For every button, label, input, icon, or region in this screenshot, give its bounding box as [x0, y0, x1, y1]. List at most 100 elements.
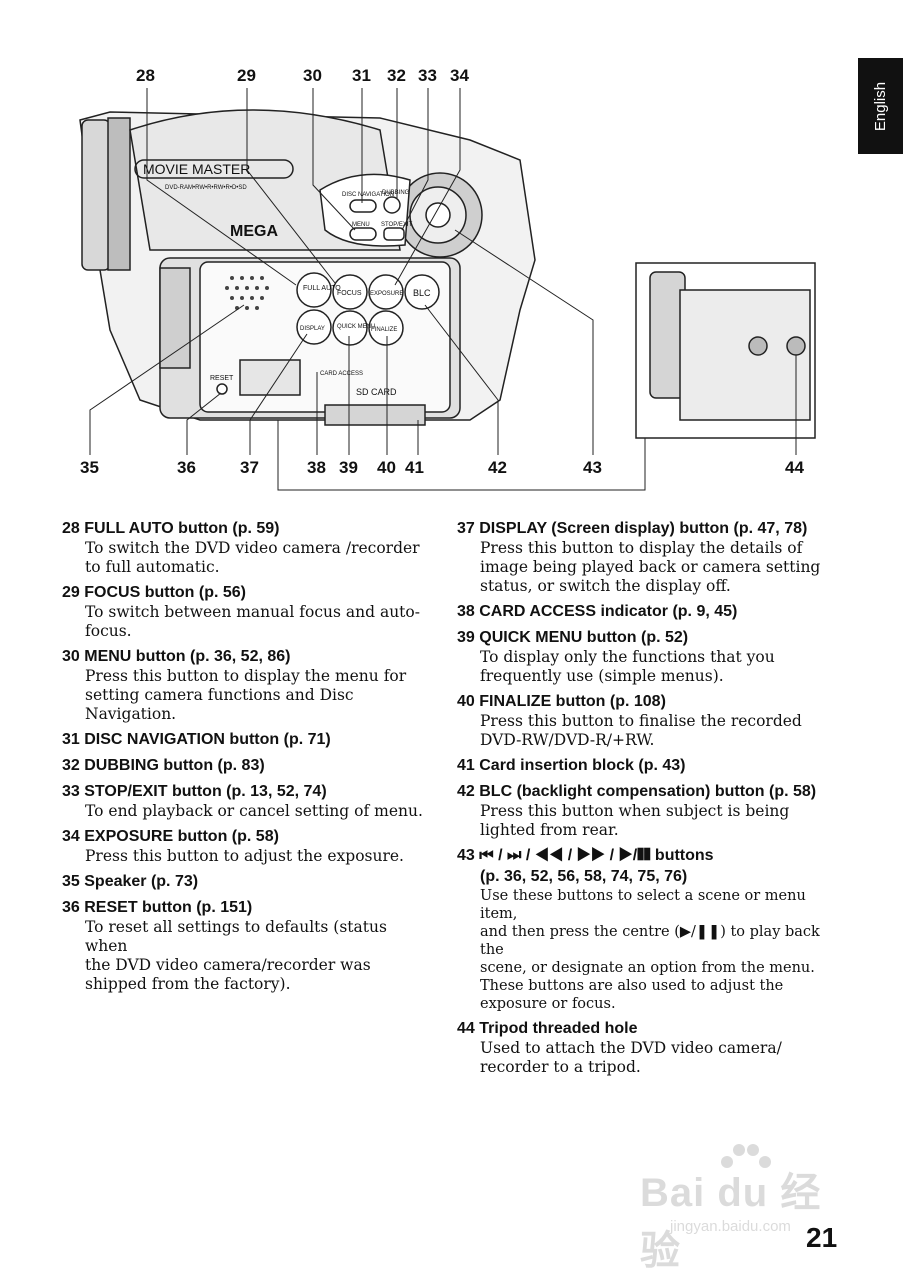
- entry-title: 44 Tripod threaded hole: [457, 1020, 638, 1037]
- reset-button-shape: [216, 383, 228, 395]
- desc-line: and then press the centre (▶/❚❚) to play…: [480, 924, 820, 958]
- callout-37: 37: [240, 458, 259, 477]
- callout-41: 41: [405, 458, 424, 477]
- entry-title: 42 BLC (backlight compensation) button (…: [457, 783, 817, 800]
- entry-title: 30 MENU button (p. 36, 52, 86): [62, 648, 291, 665]
- entry-title: 33 STOP/EXIT button (p. 13, 52, 74): [62, 783, 327, 800]
- desc-line: setting camera functions and Disc: [85, 686, 354, 704]
- desc-line: recorder to a tripod.: [480, 1058, 641, 1076]
- desc-line: To end playback or cancel setting of men…: [85, 802, 423, 820]
- full-auto-button-shape: [296, 272, 332, 308]
- entry-39: 39 QUICK MENU button (p. 52) To display …: [457, 627, 842, 686]
- entry-title: 40 FINALIZE button (p. 108): [457, 693, 666, 710]
- stop-exit-button-shape: [383, 227, 405, 241]
- desc-line: These buttons are also used to adjust th…: [480, 978, 784, 994]
- entry-36: 36 RESET button (p. 151) To reset all se…: [62, 897, 432, 994]
- blc-label: BLC: [413, 288, 431, 298]
- tripod-hole-shape: [786, 336, 806, 356]
- watermark-url: jingyan.baidu.com: [670, 1218, 791, 1235]
- dubbing-label: DUBBING: [382, 190, 410, 196]
- entry-desc: Press this button to finalise the record…: [480, 712, 842, 750]
- callout-39: 39: [339, 458, 358, 477]
- stop-exit-label: STOP/EXIT: [381, 222, 413, 228]
- entry-28: 28 FULL AUTO button (p. 59) To switch th…: [62, 518, 432, 577]
- entry-29: 29 FOCUS button (p. 56) To switch betwee…: [62, 582, 432, 641]
- finalize-button-shape: [368, 310, 404, 346]
- entry-title: 31 DISC NAVIGATION button (p. 71): [62, 731, 331, 748]
- entry-desc: To display only the functions that you f…: [480, 648, 842, 686]
- entry-desc: Use these buttons to select a scene or m…: [480, 887, 842, 1013]
- entry-31: 31 DISC NAVIGATION button (p. 71): [62, 729, 432, 750]
- display-label: DISPLAY: [300, 326, 325, 332]
- entry-title-pages: (p. 36, 52, 56, 58, 74, 75, 76): [480, 868, 688, 885]
- entry-30: 30 MENU button (p. 36, 52, 86) Press thi…: [62, 646, 432, 724]
- entry-desc: Press this button to adjust the exposure…: [85, 847, 432, 866]
- entry-desc: To end playback or cancel setting of men…: [85, 802, 432, 821]
- desc-line: To switch the DVD video camera /recorder: [85, 539, 420, 557]
- entry-title: 36 RESET button (p. 151): [62, 899, 253, 916]
- callout-28: 28: [136, 66, 155, 85]
- desc-line: Press this button to display the menu fo…: [85, 667, 407, 685]
- entry-43: 43 ⏮ / ⏭ / ◀◀ / ▶▶ / ▶/❚❚ buttons (p. 36…: [457, 845, 842, 1013]
- callout-31: 31: [352, 66, 371, 85]
- entry-40: 40 FINALIZE button (p. 108) Press this b…: [457, 691, 842, 750]
- entry-title: 41 Card insertion block (p. 43): [457, 757, 686, 774]
- desc-line: Used to attach the DVD video camera/: [480, 1039, 782, 1057]
- disc-nav-label: DISC NAVIGATION: [342, 192, 394, 198]
- focus-button-shape: [332, 274, 368, 310]
- entry-desc: To reset all settings to defaults (statu…: [85, 918, 432, 994]
- tripod-inset: [635, 262, 816, 439]
- reset-label: RESET: [210, 375, 234, 382]
- baidu-watermark: Bai du 经验 jingyan.baidu.com: [640, 1140, 850, 1273]
- desc-line: focus.: [85, 622, 132, 640]
- desc-line: to full automatic.: [85, 558, 220, 576]
- camera-diagram: MOVIE MASTER DVD-RAM•RW•R•RW•R•D•SD MEGA…: [0, 0, 903, 500]
- desc-line: exposure or focus.: [480, 996, 616, 1012]
- entry-title: 29 FOCUS button (p. 56): [62, 584, 246, 601]
- sd-card-label: SD CARD: [356, 387, 397, 397]
- desc-line: Use these buttons to select a scene or m…: [480, 888, 806, 922]
- desc-line: image being played back or camera settin…: [480, 558, 821, 576]
- entry-title: 38 CARD ACCESS indicator (p. 9, 45): [457, 603, 738, 620]
- menu-label: MENU: [352, 222, 370, 228]
- focus-label: FOCUS: [337, 290, 362, 297]
- disc-nav-button-shape: [349, 199, 377, 213]
- paw-icon: [721, 1144, 771, 1168]
- entry-42: 42 BLC (backlight compensation) button (…: [457, 781, 842, 840]
- menu-button-shape: [349, 227, 377, 241]
- exposure-button-shape: [368, 274, 404, 310]
- entry-title: 35 Speaker (p. 73): [62, 873, 199, 890]
- finalize-label: FINALIZE: [371, 327, 397, 333]
- camera-media-text: DVD-RAM•RW•R•RW•R•D•SD: [165, 185, 247, 191]
- desc-line: DVD-RW/DVD-R/+RW.: [480, 731, 655, 749]
- entry-title: 28 FULL AUTO button (p. 59): [62, 520, 280, 537]
- callout-29: 29: [237, 66, 256, 85]
- camera-body: [79, 109, 536, 426]
- callout-34: 34: [450, 66, 469, 85]
- callout-32: 32: [387, 66, 406, 85]
- desc-line: Press this button to finalise the record…: [480, 712, 802, 730]
- entry-34: 34 EXPOSURE button (p. 58) Press this bu…: [62, 826, 432, 866]
- callout-30: 30: [303, 66, 322, 85]
- right-column: 37 DISPLAY (Screen display) button (p. 4…: [457, 518, 842, 1082]
- desc-line: the DVD video camera/recorder was: [85, 956, 371, 974]
- quick-menu-label: QUICK MENU: [337, 324, 375, 330]
- desc-line: Press this button to adjust the exposure…: [85, 847, 404, 865]
- entry-38: 38 CARD ACCESS indicator (p. 9, 45): [457, 601, 842, 622]
- desc-line: status, or switch the display off.: [480, 577, 731, 595]
- entry-title: 34 EXPOSURE button (p. 58): [62, 828, 279, 845]
- entry-35: 35 Speaker (p. 73): [62, 871, 432, 892]
- left-column: 28 FULL AUTO button (p. 59) To switch th…: [62, 518, 432, 999]
- desc-line: Press this button when subject is being: [480, 802, 790, 820]
- blc-button-shape: [404, 274, 440, 310]
- entry-title: 32 DUBBING button (p. 83): [62, 757, 265, 774]
- leader-lines: [89, 88, 797, 491]
- desc-line: To reset all settings to defaults (statu…: [85, 918, 387, 955]
- callout-38: 38: [307, 458, 326, 477]
- dubbing-button-shape: [383, 196, 401, 214]
- speaker-grille: [225, 276, 269, 310]
- entry-title: 43 ⏮ / ⏭ / ◀◀ / ▶▶ / ▶/❚❚ buttons: [457, 847, 714, 864]
- entry-41: 41 Card insertion block (p. 43): [457, 755, 842, 776]
- entry-title: 39 QUICK MENU button (p. 52): [457, 629, 689, 646]
- watermark-logo: Bai du 经验: [640, 1171, 822, 1273]
